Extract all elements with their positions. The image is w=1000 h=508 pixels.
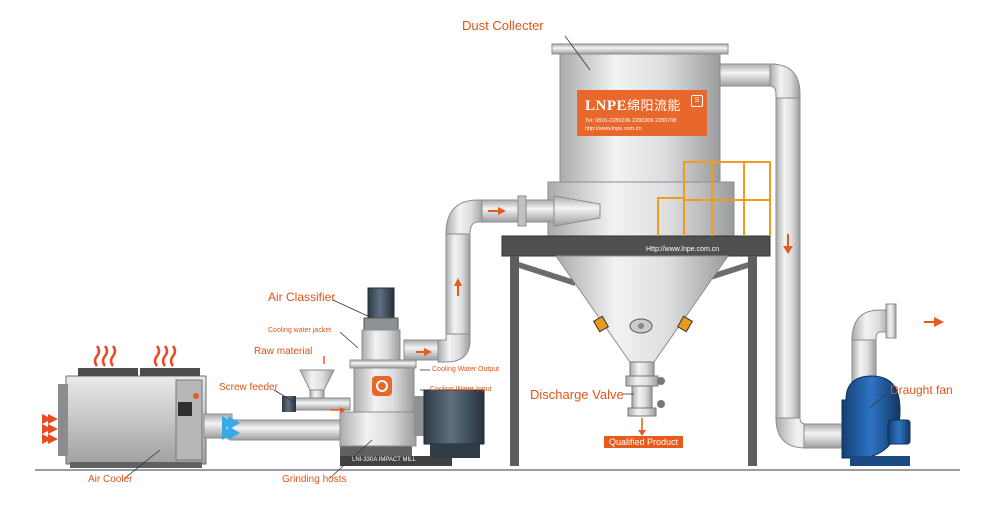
platform-url: Http://www.lnpe.com.cn <box>646 246 720 253</box>
label-air-cooler: Air Cooler <box>88 474 133 485</box>
brand-badge-icon <box>372 376 392 396</box>
label-cooling-water-output: Cooling Water Output <box>432 366 500 373</box>
draught-fan <box>841 303 944 466</box>
label-cooling-water-jacket: Cooling water jacket <box>268 327 332 334</box>
label-screw-feeder: Screw feeder <box>219 382 278 393</box>
air-cooler <box>42 345 341 468</box>
collector-top-flange <box>551 43 729 55</box>
grinding-motor <box>414 389 485 458</box>
label-discharge-valve: Discharge Valve <box>530 387 624 402</box>
leader-lines <box>124 35 887 479</box>
discharge-valve <box>625 361 665 417</box>
logo-brand: LNPE绵阳流能 <box>585 95 681 115</box>
collector-leg <box>510 256 519 466</box>
right-arrow-icon <box>340 407 346 413</box>
right-arrow-icon <box>498 207 506 215</box>
logo-badge-icon: S <box>691 95 703 107</box>
up-arrow-icon <box>454 278 462 286</box>
cool-air-arrows-icon <box>222 416 240 440</box>
outlet-pipe <box>719 63 849 449</box>
collector-brace <box>519 262 575 286</box>
screw-feeder <box>282 356 351 413</box>
logo-brand-cn: 绵阳流能 <box>627 98 682 113</box>
collector-cone <box>555 255 729 363</box>
logo-web: http://www.lnpe.com.cn <box>585 126 642 132</box>
mill-nameplate <box>340 456 452 466</box>
logo-phone: Tel: 0816-2280206 2280306 2280708 <box>585 118 677 124</box>
collector-leg <box>748 256 757 466</box>
mill-plate-text: LNI-330A IMPACT MILL <box>352 457 416 463</box>
safety-railing <box>657 161 771 236</box>
down-arrow-icon <box>783 246 793 254</box>
brand-logo-panel: LNPE绵阳流能 S Tel: 0816-2280206 2280306 228… <box>577 90 707 136</box>
vibrator-icon <box>676 315 694 333</box>
logo-brand-text: LNPE <box>585 98 628 114</box>
label-grinding-hosts: Grinding hosts <box>282 474 347 485</box>
vibrator-icon <box>592 315 610 333</box>
collector-platform <box>501 235 771 257</box>
qualified-product-tag: Qualified Product <box>604 436 684 448</box>
down-arrow-icon <box>638 430 646 436</box>
air-classifier <box>339 287 452 466</box>
label-dust-collecter: Dust Collecter <box>462 18 544 33</box>
label-raw-material: Raw material <box>254 346 313 357</box>
right-arrow-icon <box>424 348 432 356</box>
heat-inlet-arrows-icon <box>42 414 58 444</box>
right-arrow-icon <box>934 317 944 327</box>
label-cooling-water-input: Cooling Water Input <box>430 386 492 393</box>
label-air-classifier: Air Classifier <box>268 290 336 304</box>
heat-icon <box>93 345 177 367</box>
label-draught-fan: Draught fan <box>890 383 953 397</box>
classifier-outlet-pipe <box>403 195 601 363</box>
